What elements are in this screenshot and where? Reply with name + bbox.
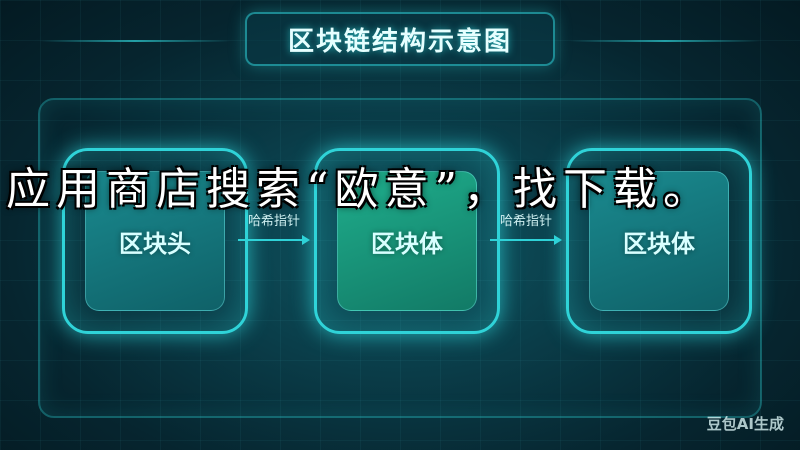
block-body-2-label: 区块体	[623, 229, 695, 258]
hash-pointer-arrow-2: 哈希指针	[488, 210, 564, 250]
arrow-right-icon	[238, 235, 310, 245]
block-header-inner: 区块头	[85, 171, 225, 311]
block-header: 区块头	[62, 148, 248, 334]
top-decor-line-right	[570, 40, 760, 42]
block-body-1-label: 区块体	[371, 229, 443, 258]
top-decor-line-left	[40, 40, 230, 42]
diagram-title: 区块链结构示意图	[287, 26, 512, 57]
ai-watermark: 豆包AI生成	[706, 415, 784, 433]
arrow-right-icon	[490, 235, 562, 245]
block-body-2: 区块体	[566, 148, 752, 334]
block-body-1-inner: 区块体	[337, 171, 477, 311]
hash-pointer-label-1: 哈希指针	[247, 214, 300, 229]
overlay-ad-text: 应用商店搜索“欧意”，找下载。	[6, 164, 713, 215]
hash-pointer-label-2: 哈希指针	[499, 214, 552, 229]
diagram-frame	[38, 98, 762, 418]
block-body-2-inner: 区块体	[589, 171, 729, 311]
title-panel: 区块链结构示意图	[245, 12, 555, 66]
hash-pointer-arrow-1: 哈希指针	[236, 210, 312, 250]
block-body-1: 区块体	[314, 148, 500, 334]
block-header-label: 区块头	[119, 229, 191, 258]
